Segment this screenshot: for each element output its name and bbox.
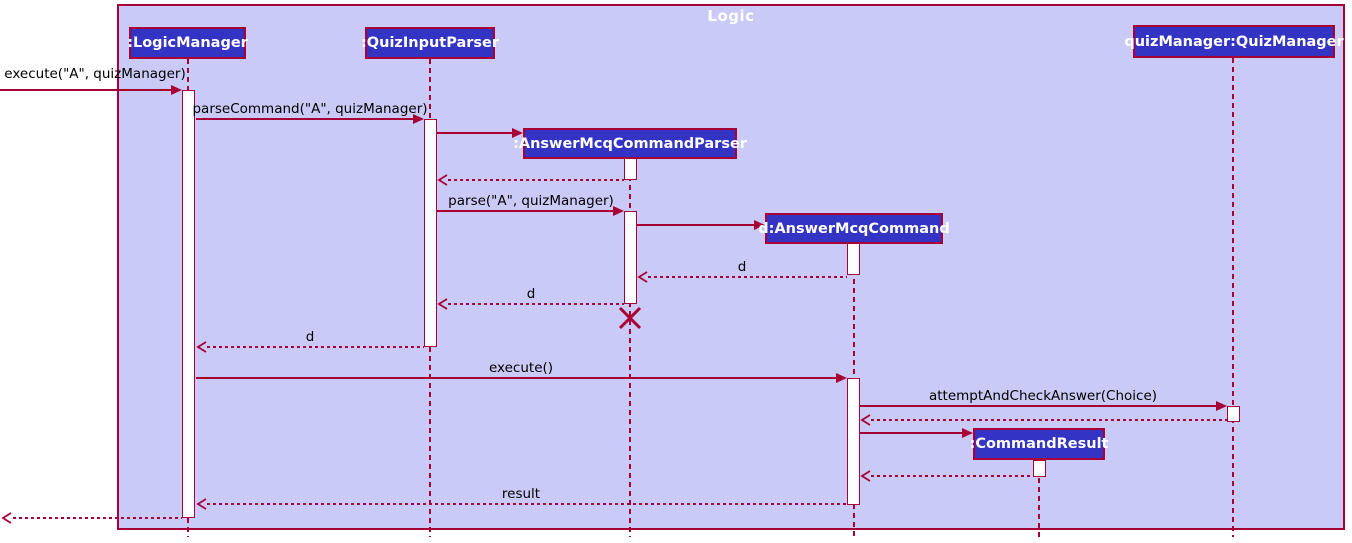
sync-arrowhead-icon (512, 128, 523, 138)
message-line-create-command-result (860, 432, 963, 434)
participant-quiz-manager: quizManager:QuizManager (1124, 25, 1344, 58)
participant-command-result: :CommandResult (970, 428, 1108, 460)
message-line-return-d-3 (207, 346, 424, 348)
sync-arrowhead-icon (836, 373, 847, 383)
participant-answer-mcq-command: d:AnswerMcqCommand (758, 213, 950, 244)
message-line-return-from-quiz-manager (871, 419, 1227, 421)
sync-arrowhead-icon (754, 220, 765, 230)
activation-quiz-input-parser (424, 119, 437, 347)
sync-arrowhead-icon (613, 206, 624, 216)
sync-arrowhead-icon (1216, 401, 1227, 411)
activation-command-result (1033, 460, 1046, 477)
activation-quiz-manager (1227, 406, 1240, 422)
message-line-create-answer-mcq-command (637, 224, 755, 226)
lifeline-quiz-manager (1232, 58, 1234, 537)
message-line-execute-a (0, 89, 174, 91)
frame-title: Logic (707, 7, 755, 25)
message-line-attempt-and-check-answer (860, 405, 1217, 407)
participant-logic-manager: :LogicManager (127, 27, 248, 59)
message-label-return-d-1: d (737, 259, 747, 275)
sync-arrowhead-icon (413, 114, 424, 124)
message-line-return-d-2 (448, 303, 624, 305)
destroy-icon (618, 306, 642, 330)
participant-answer-mcq-command-parser: :AnswerMcqCommandParser (513, 128, 747, 159)
message-line-return-to-caller (13, 517, 182, 519)
message-line-return-from-command-result (871, 475, 1033, 477)
activation-answer-mcq-command-2 (847, 378, 860, 505)
return-arrowhead-icon (637, 271, 648, 283)
lifeline-answer-mcq-command-parser (629, 158, 631, 537)
sync-arrowhead-icon (962, 428, 973, 438)
return-arrowhead-icon (196, 341, 207, 353)
activation-logic-manager (182, 90, 195, 518)
return-arrowhead-icon (437, 174, 448, 186)
message-label-result: result (501, 486, 541, 502)
message-label-attempt-and-check-answer: attemptAndCheckAnswer(Choice) (928, 388, 1158, 404)
lifeline-command-result (1038, 460, 1040, 537)
message-line-return-d-1 (648, 276, 847, 278)
logic-frame (117, 4, 1345, 530)
activation-answer-mcq-command-1 (847, 243, 860, 275)
participant-quiz-input-parser: :QuizInputParser (361, 27, 499, 59)
message-line-result (207, 503, 847, 505)
message-label-return-d-3: d (305, 329, 315, 345)
message-label-return-d-2: d (526, 286, 536, 302)
message-line-execute (196, 377, 837, 379)
message-line-parse-command (196, 118, 415, 120)
activation-answer-mcq-command-parser-1 (624, 158, 637, 180)
message-label-parse: parse("A", quizManager) (448, 193, 614, 209)
message-line-return-to-quiz-input-parser (448, 179, 624, 181)
return-arrowhead-icon (437, 298, 448, 310)
message-label-execute: execute() (488, 360, 554, 376)
message-line-parse (437, 210, 614, 212)
return-arrowhead-icon (1, 512, 12, 524)
return-arrowhead-icon (860, 470, 871, 482)
sync-arrowhead-icon (171, 85, 182, 95)
message-line-create-answer-mcq-command-parser (437, 132, 514, 134)
return-arrowhead-icon (860, 414, 871, 426)
message-label-parse-command: parseCommand("A", quizManager) (192, 101, 428, 117)
activation-answer-mcq-command-parser-2 (624, 211, 637, 304)
return-arrowhead-icon (196, 498, 207, 510)
message-label-execute-a: execute("A", quizManager) (4, 66, 186, 82)
